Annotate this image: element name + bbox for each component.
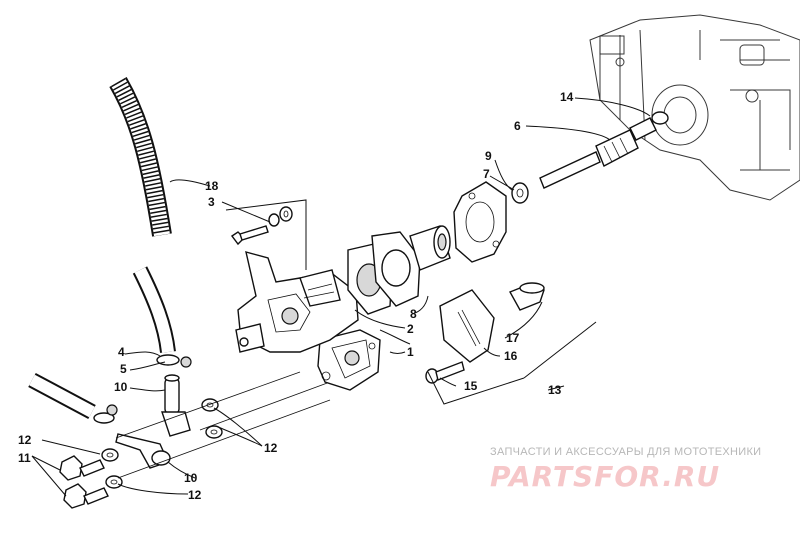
callout-3: 3 (208, 195, 215, 209)
callout-4: 4 (118, 345, 125, 359)
callout-17: 17 (506, 331, 520, 345)
corrugated-hose-part-18 (109, 76, 172, 237)
gasket-part-8 (347, 231, 421, 315)
cap-part-17 (509, 282, 545, 311)
callout-labels: 1 2 3 4 5 6 7 8 9 10 10 11 12 12 12 13 1… (18, 90, 574, 502)
assembly-guide-lines (115, 371, 331, 479)
callout-9: 9 (485, 149, 492, 163)
leader-lines (31, 97, 651, 497)
callout-18: 18 (205, 179, 219, 193)
hose-fitting-part-10 (115, 374, 191, 469)
oil-pump-assembly-part-2 (235, 251, 359, 353)
cover-plate-part-16 (439, 289, 495, 363)
bolt-washer-part-3 (230, 206, 293, 246)
callout-8: 8 (410, 307, 417, 321)
callout-5: 5 (120, 362, 127, 376)
drive-shaft-part-6 (539, 117, 657, 189)
hose-clamp-part-5 (93, 354, 192, 424)
callout-12-left: 12 (18, 433, 32, 447)
callout-13: 13 (548, 383, 562, 397)
engine-block (589, 14, 800, 201)
callout-14: 14 (560, 90, 574, 104)
screw-part-15 (425, 361, 465, 384)
callout-11: 11 (18, 451, 31, 465)
callout-1: 1 (407, 345, 414, 359)
callout-2: 2 (407, 322, 414, 336)
washer-part-7 (511, 182, 529, 204)
mounting-gasket-part-9 (453, 181, 507, 263)
fuel-hose-part-4 (28, 266, 176, 420)
callout-10-upper: 10 (114, 380, 128, 394)
callout-15: 15 (464, 379, 478, 393)
watermark-caption: ЗАПЧАСТИ И АКСЕССУАРЫ ДЛЯ МОТОТЕХНИКИ (490, 446, 762, 458)
callout-10-lower: 10 (184, 471, 198, 485)
callout-7: 7 (483, 167, 490, 181)
callout-brackets (225, 199, 597, 405)
pump-drive-housing (409, 225, 451, 271)
sealing-washer-part-12 (101, 398, 223, 489)
banjo-bolt-part-11 (59, 455, 109, 509)
callout-12-right: 12 (264, 441, 278, 455)
seal-ring-part-14 (651, 111, 669, 125)
watermark-logo: PARTSFOR.RU (490, 460, 721, 493)
callout-12-bottom: 12 (188, 488, 202, 502)
callout-6: 6 (514, 119, 521, 133)
callout-16: 16 (504, 349, 518, 363)
oil-pump-body-part-1 (317, 329, 381, 391)
